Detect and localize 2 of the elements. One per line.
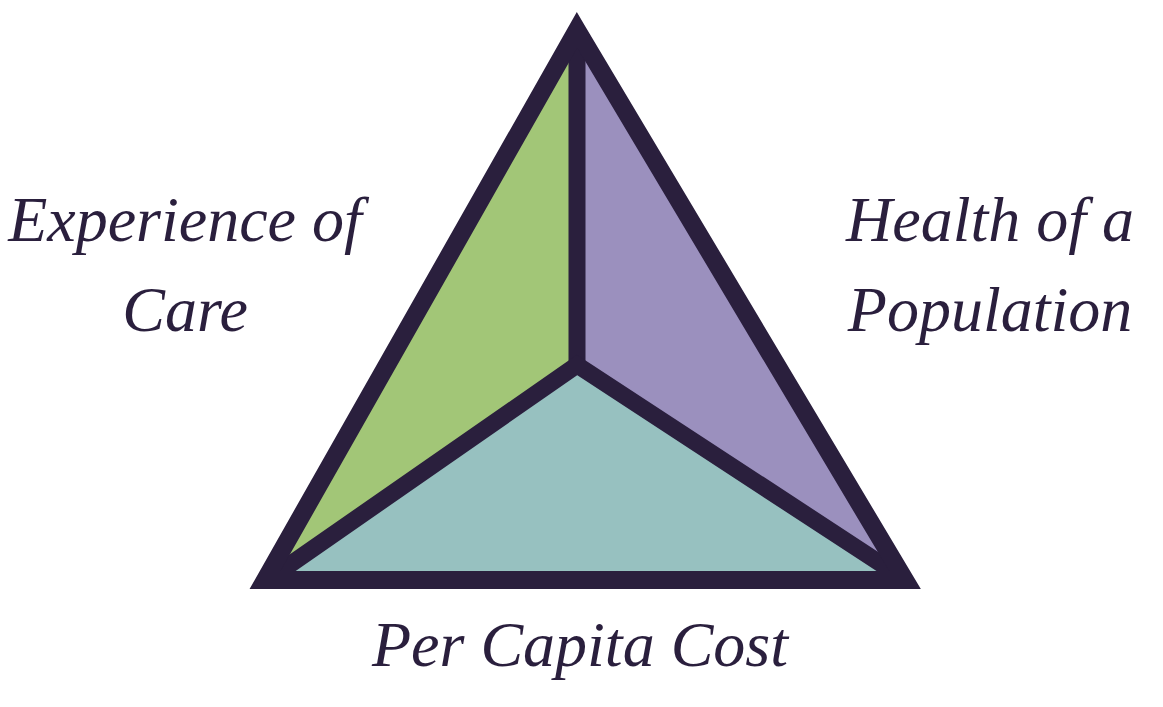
side-label: Health of a Population [844,183,1135,347]
base-label: Per Capita Cost [370,608,790,682]
